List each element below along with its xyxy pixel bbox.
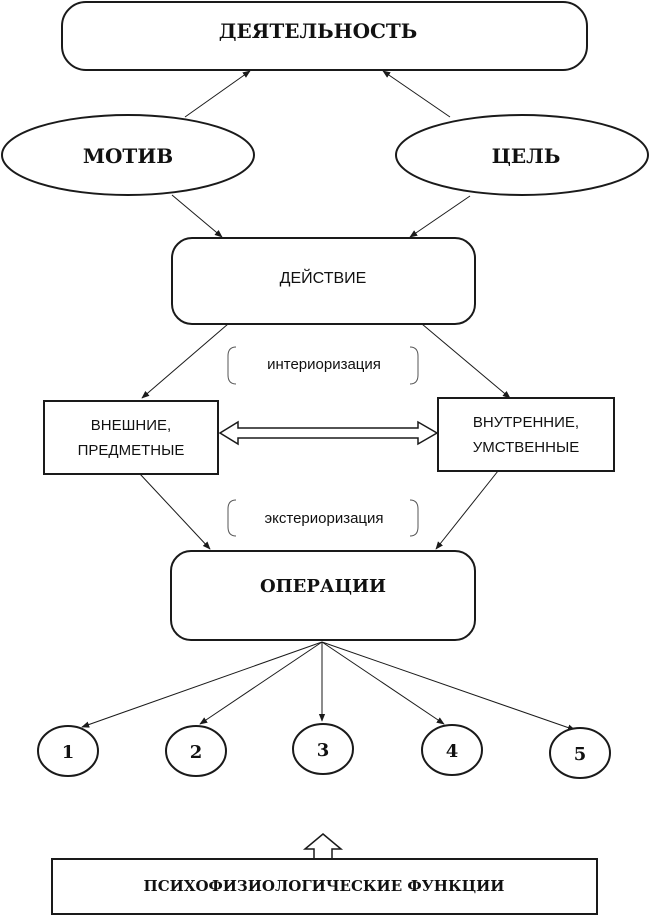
bidirectional-arrow (218, 420, 439, 446)
operations-node: ОПЕРАЦИИ (170, 550, 476, 641)
goal-node: ЦЕЛЬ (395, 114, 649, 196)
functions-label: ПСИХОФИЗИОЛОГИЧЕСКИЕ ФУНКЦИИ (144, 877, 505, 895)
action-to-external-arrow (141, 323, 229, 399)
operation-node-5-label: 5 (574, 744, 587, 765)
operations-to-node-4-arrow (321, 641, 445, 725)
activity-label: ДЕЯТЕЛЬНОСТЬ (219, 19, 418, 43)
operation-node-1-label: 1 (62, 742, 75, 763)
operation-node-2-label: 2 (190, 742, 203, 763)
exteriorization-label: экстериоризация (264, 510, 383, 527)
operations-to-node-2-arrow (199, 641, 323, 725)
goal-to-action-arrow (409, 195, 471, 238)
motive-to-activity-arrow (184, 70, 251, 118)
operation-node-3-label: 3 (317, 740, 330, 761)
operation-node-2: 2 (165, 725, 227, 777)
external-label-line2: ПРЕДМЕТНЫЕ (78, 442, 185, 459)
action-to-internal-arrow (421, 323, 511, 399)
operation-node-4-label: 4 (446, 741, 459, 762)
operation-node-1: 1 (37, 725, 99, 777)
operation-node-5: 5 (549, 727, 611, 779)
internal-to-operations-arrow (435, 470, 499, 550)
operation-node-4: 4 (421, 724, 483, 776)
action-label: ДЕЙСТВИЕ (280, 268, 367, 287)
operation-node-3: 3 (292, 723, 354, 775)
functions-node: ПСИХОФИЗИОЛОГИЧЕСКИЕ ФУНКЦИИ (51, 858, 598, 915)
motive-to-action-arrow (171, 194, 223, 238)
motive-node: МОТИВ (1, 114, 255, 196)
interiorization-label: интериоризация (267, 356, 381, 373)
exteriorization-annotation: экстериоризация (227, 499, 419, 537)
goal-label: ЦЕЛЬ (492, 144, 561, 168)
goal-to-activity-arrow (382, 70, 451, 118)
internal-label-line2: УМСТВЕННЫЕ (473, 439, 579, 456)
activity-node: ДЕЯТЕЛЬНОСТЬ (61, 1, 588, 71)
action-node: ДЕЙСТВИЕ (171, 237, 476, 325)
motive-label: МОТИВ (83, 144, 173, 168)
interiorization-annotation: интериоризация (227, 346, 419, 385)
internal-node: ВНУТРЕННИЕ, УМСТВЕННЫЕ (437, 397, 615, 472)
operations-to-node-1-arrow (81, 641, 323, 728)
functions-up-arrow (302, 833, 344, 860)
external-node: ВНЕШНИЕ, ПРЕДМЕТНЫЕ (43, 400, 219, 475)
external-to-operations-arrow (139, 473, 211, 550)
operations-label: ОПЕРАЦИИ (260, 576, 386, 597)
internal-label-line1: ВНУТРЕННИЕ, (473, 414, 579, 431)
external-label-line1: ВНЕШНИЕ, (91, 417, 171, 434)
operations-to-node-5-arrow (321, 641, 576, 731)
